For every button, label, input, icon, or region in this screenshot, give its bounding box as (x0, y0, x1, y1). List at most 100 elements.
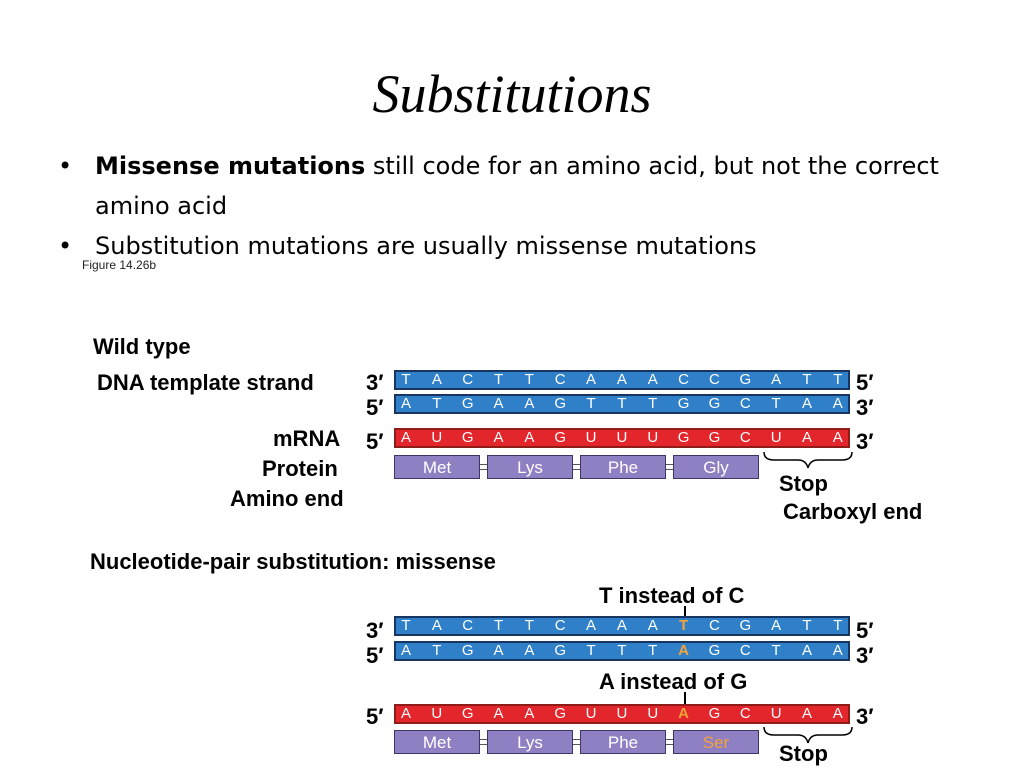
nucleotide-base: G (554, 429, 567, 446)
nucleotide-base: T (524, 617, 534, 634)
nucleotide-base: A (832, 705, 843, 722)
nucleotide-base: C (678, 371, 690, 388)
mutation-pointer-top (684, 606, 686, 618)
nucleotide-base: G (708, 705, 721, 722)
prime-label: 5′ (366, 395, 384, 420)
prime-label: 3′ (856, 704, 874, 729)
stop-label: Stop (779, 741, 828, 766)
nucleotide-base: A (647, 617, 658, 634)
amino-acid-ser: Ser (673, 730, 759, 754)
amino-acid-phe: Phe (580, 455, 666, 479)
bullet-text: Substitution mutations are usually misse… (95, 232, 757, 260)
bullet-substitution: • Substitution mutations are usually mis… (58, 226, 958, 266)
nucleotide-base: C (554, 371, 566, 388)
nucleotide-base: A (400, 705, 411, 722)
nucleotide-base: A (771, 617, 782, 634)
nucleotide-base: A (400, 642, 411, 659)
nucleotide-base: A (524, 705, 535, 722)
amino-acid-met: Met (394, 730, 480, 754)
peptide-bond (480, 739, 487, 745)
nucleotide-base: A (493, 395, 504, 412)
prime-label: 3′ (856, 643, 874, 668)
nucleotide-base: T (432, 642, 442, 659)
nucleotide-base: G (461, 429, 474, 446)
peptide-bond (573, 739, 580, 745)
nucleotide-base: U (585, 429, 597, 446)
nucleotide-base: T (679, 617, 689, 634)
slide-title: Substitutions (372, 64, 652, 124)
prime-label: 3′ (856, 395, 874, 420)
nucleotide-base: A (586, 617, 597, 634)
nucleotide-base: G (554, 705, 567, 722)
nucleotide-base: C (709, 617, 720, 634)
note-a-instead-of-g: A instead of G (599, 669, 748, 694)
nucleotide-base: A (400, 395, 411, 412)
nucleotide-base: A (801, 429, 812, 446)
nucleotide-base: A (524, 429, 535, 446)
prime-label: 5′ (366, 429, 384, 454)
nucleotide-base: U (431, 429, 443, 446)
nucleotide-base: A (801, 705, 812, 722)
nucleotide-base: G (739, 371, 752, 388)
nucleotide-base: A (678, 642, 690, 659)
nucleotide-base: A (493, 429, 504, 446)
nucleotide-base: T (401, 617, 411, 634)
amino-end-label: Amino end (230, 486, 344, 511)
nucleotide-base: A (832, 642, 843, 659)
prime-label: 3′ (366, 618, 384, 643)
nucleotide-base: A (801, 642, 812, 659)
nucleotide-base: G (739, 617, 752, 634)
nucleotide-base: G (461, 705, 474, 722)
nucleotide-base: G (677, 395, 690, 412)
nucleotide-base: G (708, 395, 721, 412)
prime-label: 5′ (856, 618, 874, 643)
dna-template-label: DNA template strand (97, 370, 314, 395)
nucleotide-base: T (617, 395, 627, 412)
bullet-text: still code for an amino acid, but not th… (95, 152, 939, 220)
nucleotide-base: T (524, 371, 534, 388)
nucleotide-base: G (708, 429, 721, 446)
mrna-label: mRNA (273, 426, 341, 451)
nucleotide-base: A (524, 395, 535, 412)
nucleotide-base: A (493, 642, 504, 659)
nucleotide-base: T (771, 395, 781, 412)
stop-codon-brace-icon (763, 726, 853, 744)
nucleotide-base: C (554, 617, 566, 634)
nucleotide-base: A (524, 642, 535, 659)
nucleotide-base: G (461, 642, 474, 659)
amino-acid-lys: Lys (487, 455, 573, 479)
nucleotide-base: U (770, 705, 782, 722)
nucleotide-base: G (708, 642, 721, 659)
nucleotide-base: T (802, 371, 812, 388)
amino-acid-gly: Gly (673, 455, 759, 479)
nucleotide-base: T (833, 371, 843, 388)
nucleotide-base: A (832, 395, 843, 412)
prime-label: 3′ (856, 429, 874, 454)
nucleotide-base: T (401, 371, 411, 388)
nucleotide-base: A (493, 705, 504, 722)
nucleotide-base: A (771, 371, 782, 388)
nucleotide-base: A (801, 395, 812, 412)
nucleotide-base: U (647, 705, 659, 722)
nucleotide-base: T (802, 617, 812, 634)
mutant-heading: Nucleotide-pair substitution: missense (90, 549, 496, 574)
nucleotide-base: A (586, 371, 597, 388)
nucleotide-base: C (739, 642, 751, 659)
nucleotide-base: T (833, 617, 843, 634)
bullet-missense: • Missense mutations still code for an a… (58, 146, 958, 226)
nucleotide-base: A (832, 429, 843, 446)
peptide-bond (480, 464, 487, 470)
amino-acid-met: Met (394, 455, 480, 479)
wild-type-heading: Wild type (93, 334, 191, 359)
nucleotide-base: T (586, 395, 596, 412)
nucleotide-base: U (770, 429, 782, 446)
nucleotide-base: U (616, 705, 628, 722)
nucleotide-base: A (647, 371, 658, 388)
nucleotide-base: C (739, 429, 751, 446)
nucleotide-base: A (678, 705, 690, 722)
nucleotide-base: T (648, 395, 658, 412)
